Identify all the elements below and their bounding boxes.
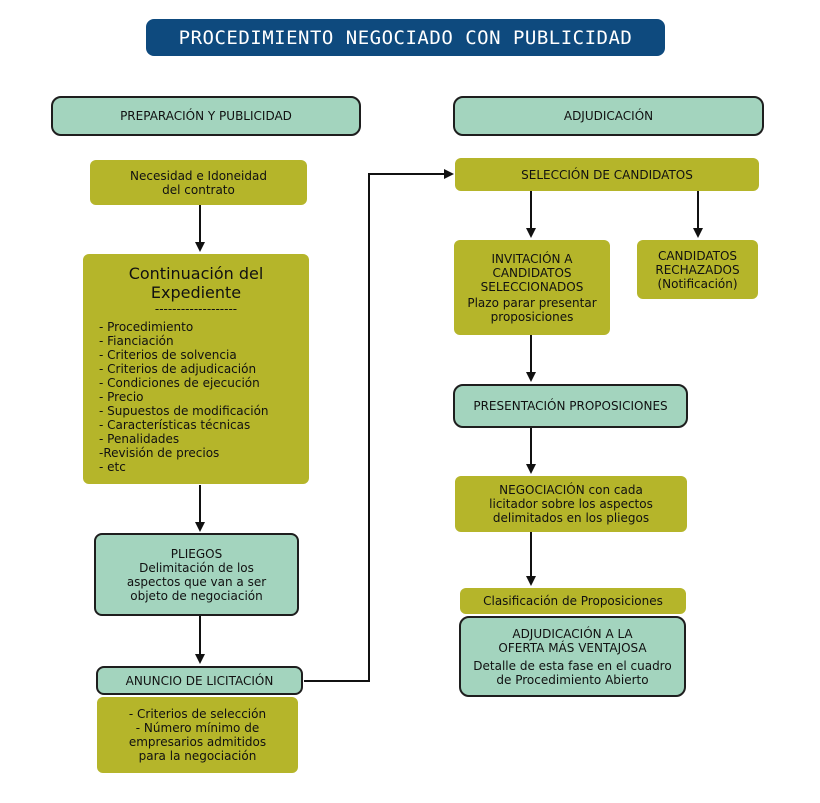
continuacion-title-2: Expediente (150, 283, 242, 302)
box-necesidad: Necesidad e Idoneidad del contrato (90, 160, 307, 205)
continuacion-item: - Criterios de adjudicación (99, 362, 257, 376)
continuacion-item: -Revisión de precios (99, 446, 220, 460)
box-pliegos: PLIEGOS Delimitación de los aspectos que… (94, 533, 299, 616)
invitacion-line-5: proposiciones (490, 309, 574, 324)
box-negociacion: NEGOCIACIÓN con cada licitador sobre los… (455, 476, 687, 532)
box-rechazados: CANDIDATOS RECHAZADOS (Notificación) (637, 240, 758, 299)
header-preparacion: PREPARACIÓN Y PUBLICIDAD (51, 96, 361, 136)
box-continuacion: Continuación del Expediente ------------… (83, 254, 309, 484)
box-presentacion: PRESENTACIÓN PROPOSICIONES (453, 384, 688, 428)
invitacion-line-3: SELECCIONADOS (480, 279, 584, 294)
negociacion-line-3: delimitados en los pliegos (492, 511, 650, 525)
continuacion-item: - Penalidades (99, 432, 180, 446)
arrow-anuncio-seleccion (304, 169, 454, 682)
presentacion-label: PRESENTACIÓN PROPOSICIONES (473, 399, 668, 413)
pliegos-line-1: PLIEGOS (170, 546, 223, 561)
invitacion-line-4: Plazo parar presentar (467, 295, 597, 310)
continuacion-title-1: Continuación del (128, 264, 264, 283)
anuncio-detail-4: para la negociación (138, 749, 257, 763)
pliegos-line-4: objeto de negociación (130, 588, 263, 603)
box-invitacion: INVITACIÓN A CANDIDATOS SELECCIONADOS Pl… (454, 240, 610, 335)
box-anuncio: ANUNCIO DE LICITACIÓN (96, 666, 303, 695)
continuacion-item: - Características técnicas (99, 418, 251, 432)
continuacion-separator: ------------------- (154, 302, 238, 316)
invitacion-line-1: INVITACIÓN A (491, 251, 573, 266)
pliegos-line-3: aspectos que van a ser (126, 574, 267, 589)
anuncio-detail-3: empresarios admitidos (128, 735, 267, 749)
continuacion-item: - Procedimiento (99, 320, 194, 334)
continuacion-item: - Precio (99, 390, 144, 404)
continuacion-item: - etc (99, 460, 126, 474)
continuacion-item: - Condiciones de ejecución (99, 376, 260, 390)
seleccion-label: SELECCIÓN DE CANDIDATOS (521, 167, 693, 182)
pliegos-line-2: Delimitación de los (139, 560, 254, 575)
adjudicacion-line-1: ADJUDICACIÓN A LA (512, 626, 633, 641)
anuncio-label: ANUNCIO DE LICITACIÓN (125, 673, 274, 688)
page-title: PROCEDIMIENTO NEGOCIADO CON PUBLICIDAD (146, 19, 665, 56)
anuncio-detail-2: - Número mínimo de (135, 721, 260, 735)
continuacion-item: - Supuestos de modificación (99, 404, 269, 418)
necesidad-line-1: Necesidad e Idoneidad (130, 168, 267, 183)
adjudicacion-line-2: OFERTA MÁS VENTAJOSA (498, 640, 647, 655)
header-adjudicacion: ADJUDICACIÓN (453, 96, 764, 136)
continuacion-item: - Criterios de solvencia (99, 348, 237, 362)
box-clasificacion: Clasificación de Proposiciones (460, 588, 686, 614)
rechazados-line-2: RECHAZADOS (655, 262, 740, 277)
clasificacion-label: Clasificación de Proposiciones (483, 594, 663, 608)
adjudicacion-line-4: de Procedimiento Abierto (496, 672, 649, 687)
rechazados-line-1: CANDIDATOS (657, 248, 738, 263)
negociacion-line-1: NEGOCIACIÓN con cada (499, 483, 643, 497)
box-anuncio-details: - Criterios de selección - Número mínimo… (97, 697, 298, 773)
box-adjudicacion-final: ADJUDICACIÓN A LA OFERTA MÁS VENTAJOSA D… (459, 616, 686, 697)
negociacion-line-2: licitador sobre los aspectos (489, 497, 653, 511)
continuacion-item: - Fianciación (99, 334, 174, 348)
box-seleccion: SELECCIÓN DE CANDIDATOS (455, 158, 759, 191)
necesidad-line-2: del contrato (162, 182, 235, 197)
continuacion-list: - Procedimiento- Fianciación- Criterios … (83, 320, 309, 474)
adjudicacion-line-3: Detalle de esta fase en el cuadro (473, 658, 672, 673)
invitacion-line-2: CANDIDATOS (492, 265, 572, 280)
anuncio-detail-1: - Criterios de selección (128, 707, 267, 721)
rechazados-line-3: (Notificación) (657, 276, 738, 291)
